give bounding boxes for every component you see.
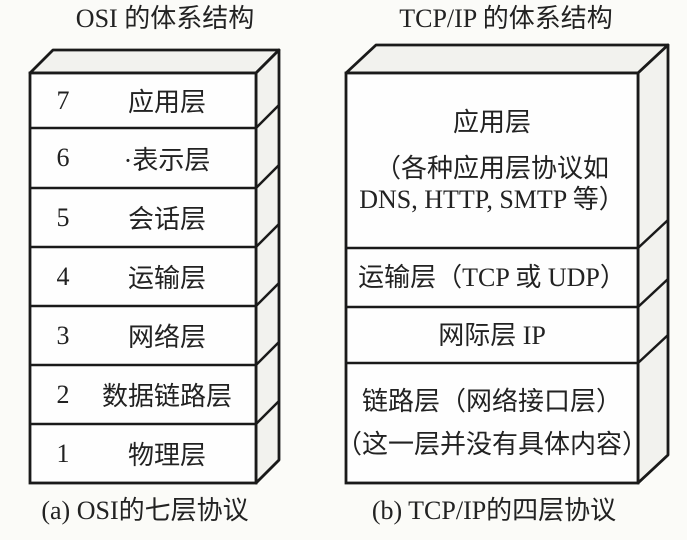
- osi-layer-row-6: 6 ·表示层: [30, 128, 256, 188]
- osi-layer-label: 运输层: [127, 264, 206, 293]
- tcpip-layer-note: （各种应用层协议如: [374, 153, 609, 183]
- tcpip-box-side-face: [636, 43, 670, 485]
- osi-layer-number: 7: [56, 85, 70, 115]
- osi-layer-row-1: 1 物理层: [30, 424, 256, 483]
- osi-layer-row-5: 5 会话层: [30, 188, 256, 247]
- osi-layer-number: 1: [56, 438, 70, 468]
- osi-title: OSI 的体系结构: [75, 4, 255, 33]
- osi-layer-row-4: 4 运输层: [30, 247, 256, 306]
- osi-side-diagonals: [255, 104, 280, 484]
- osi-caption: (a) OSI的七层协议: [41, 496, 249, 525]
- tcpip-layer-link: 链路层（网络接口层） （这一层并没有具体内容）: [336, 363, 648, 483]
- tcpip-box: [344, 43, 670, 485]
- tcpip-box-front-face: [344, 71, 640, 485]
- tcpip-layer-label: 应用层: [452, 107, 531, 137]
- tcpip-layer-note: DNS, HTTP, SMTP 等）: [359, 184, 625, 214]
- osi-layer-number: 4: [56, 261, 70, 291]
- osi-layer-label: 会话层: [127, 205, 206, 234]
- tcpip-layer-transport: 运输层（TCP 或 UDP）: [346, 248, 638, 307]
- osi-layer-row-3: 3 网络层: [30, 306, 256, 365]
- tcpip-layer-note: （这一层并没有具体内容）: [336, 430, 649, 459]
- osi-layer-label: 网络层: [127, 323, 206, 352]
- tcpip-stack: 应用层 （各种应用层协议如 DNS, HTTP, SMTP 等） 运输层（TCP…: [336, 73, 648, 483]
- tcpip-layer-internet: 网际层 IP: [346, 307, 638, 363]
- osi-layer-label: 物理层: [127, 441, 206, 470]
- osi-box-front-face: [28, 71, 258, 485]
- osi-layer-separators: [30, 126, 256, 426]
- osi-layer-row-2: 2 数据链路层: [30, 365, 256, 424]
- osi-layer-number: 6: [56, 143, 70, 172]
- tcpip-layer-separators: [346, 246, 638, 365]
- tcpip-layer-application: 应用层 （各种应用层协议如 DNS, HTTP, SMTP 等）: [346, 73, 638, 248]
- tcpip-side-diagonals: [637, 219, 669, 484]
- osi-layer-label: ·表示层: [123, 145, 211, 175]
- osi-layer-number: 2: [56, 379, 70, 409]
- tcpip-layer-label: 网际层 IP: [438, 320, 546, 350]
- tcpip-layer-label: 运输层（TCP 或 UDP）: [358, 263, 626, 292]
- tcpip-caption: (b) TCP/IP的四层协议: [371, 496, 617, 525]
- osi-layer-label: 数据链路层: [101, 382, 232, 411]
- osi-layer-number: 5: [56, 202, 70, 232]
- tcpip-box-top-face: [344, 43, 670, 75]
- osi-layer-number: 3: [56, 320, 70, 350]
- osi-box: [28, 48, 281, 485]
- osi-stack: 7 应用层 6 ·表示层 5 会话层 4 运输层 3 网络层 2 数据链路层 1…: [30, 73, 256, 483]
- tcpip-layer-label: 链路层（网络接口层）: [361, 387, 622, 416]
- osi-layer-row-7: 7 应用层: [30, 73, 256, 128]
- tcpip-title: TCP/IP 的体系结构: [399, 4, 613, 33]
- osi-layer-label: 应用层: [127, 88, 206, 117]
- osi-box-top-face: [28, 48, 281, 75]
